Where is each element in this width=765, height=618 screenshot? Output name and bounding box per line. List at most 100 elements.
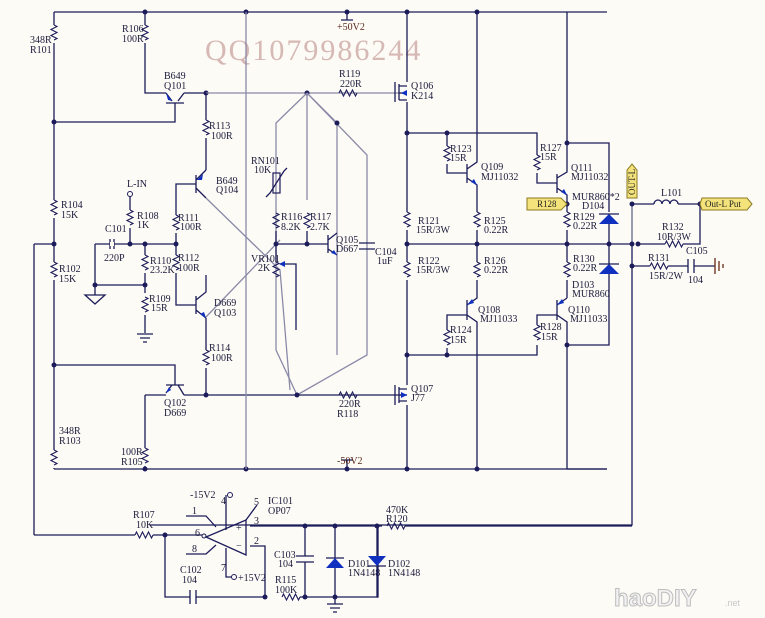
svg-text:100K: 100K [275, 585, 298, 596]
svg-text:104: 104 [182, 575, 197, 586]
c105-label: C105 [686, 246, 708, 257]
r123-label: R123 [450, 144, 472, 155]
svg-text:10R/3W: 10R/3W [657, 232, 691, 243]
svg-text:1N4148: 1N4148 [388, 568, 420, 579]
q108-label: Q108 [478, 305, 500, 316]
svg-text:220P: 220P [104, 253, 125, 264]
svg-text:−: − [236, 541, 242, 552]
svg-text:100R: 100R [178, 263, 200, 274]
svg-text:K214: K214 [411, 91, 433, 102]
r112-label: R112 [178, 253, 199, 264]
out-l-port[interactable] [626, 163, 638, 199]
r108-label: R108 [137, 211, 159, 222]
svg-text:15R/2W: 15R/2W [649, 271, 683, 282]
svg-text:100R: 100R [122, 34, 144, 45]
svg-text:3: 3 [254, 516, 259, 527]
svg-text:2.7K: 2.7K [310, 222, 331, 233]
vplus-label: +50V2 [337, 22, 365, 33]
r107-label: R107 [133, 510, 155, 521]
r119-label: R119 [339, 69, 360, 80]
r128-port-tag [526, 197, 568, 211]
svg-text:100R: 100R [121, 447, 143, 458]
svg-text:100R: 100R [180, 222, 202, 233]
qq-watermark: QQ1079986244 [205, 34, 422, 67]
svg-text:J77: J77 [411, 393, 425, 404]
svg-text:8: 8 [192, 544, 197, 555]
neg15v-label: -15V2 [190, 490, 216, 501]
input-label[interactable]: L-IN [127, 179, 147, 190]
svg-text:OP07: OP07 [268, 506, 291, 517]
r114-label: R114 [209, 343, 230, 354]
d104-diode-icon [599, 214, 619, 224]
svg-text:348R: 348R [30, 35, 52, 46]
r125-label: R125 [484, 216, 506, 227]
out-l-put-port[interactable] [699, 197, 753, 211]
vminus-label: -50V2 [337, 456, 363, 467]
svg-text:104: 104 [688, 275, 703, 286]
r103-label: R103 [59, 436, 81, 447]
c104-label: C104 [375, 247, 397, 258]
svg-text:2K: 2K [258, 263, 271, 274]
svg-text:15R: 15R [450, 335, 467, 346]
d103-diode-icon [599, 264, 619, 274]
svg-text:15R: 15R [540, 152, 557, 163]
svg-text:15K: 15K [59, 274, 77, 285]
svg-text:348R: 348R [59, 426, 81, 437]
thermistor-icon [272, 172, 281, 194]
r131-label: R131 [648, 253, 670, 264]
r116-label: R116 [281, 212, 302, 223]
svg-text:0.22R: 0.22R [484, 265, 509, 276]
ic101-label: IC101 [268, 496, 293, 507]
q106-label: Q106 [411, 81, 433, 92]
d102-diode-icon [368, 556, 386, 566]
q104-label: B649 [216, 176, 238, 187]
l101-label: L101 [661, 188, 682, 199]
r104-label: R104 [61, 200, 83, 211]
c101-label: C101 [105, 224, 127, 235]
d104-label: MUR860*2 [572, 192, 620, 203]
q111-label: Q111 [571, 163, 592, 174]
svg-text:R120: R120 [386, 514, 408, 525]
svg-text:0.22R: 0.22R [573, 263, 598, 274]
svg-text:.net: .net [725, 598, 741, 608]
svg-text:7: 7 [221, 563, 226, 574]
svg-text:1: 1 [192, 506, 197, 517]
svg-text:220R: 220R [340, 79, 362, 90]
r110-label: R110 [150, 256, 171, 267]
r113-label: R113 [209, 121, 230, 132]
svg-text:1uF: 1uF [377, 256, 393, 267]
q110-label: Q110 [568, 305, 590, 316]
q101-label: B649 [164, 71, 186, 82]
r117-label: R117 [310, 212, 331, 223]
r106-label: R106 [122, 24, 144, 35]
svg-text:0.22R: 0.22R [573, 221, 598, 232]
svg-text:Q103: Q103 [214, 308, 236, 319]
d103-label: D103 [572, 280, 594, 291]
ground-icon [327, 597, 343, 613]
svg-text:Q104: Q104 [216, 185, 238, 196]
q105-label: Q105 [336, 235, 358, 246]
q103-label: D669 [214, 298, 236, 309]
r102-label: R102 [59, 264, 81, 275]
svg-text:Out-L Put: Out-L Put [705, 199, 741, 209]
site-watermark: haoDIY [614, 585, 697, 612]
svg-text:R128: R128 [537, 199, 557, 209]
svg-text:4: 4 [221, 496, 226, 507]
svg-text:OUT-L: OUT-L [627, 169, 637, 195]
svg-text:220R: 220R [339, 399, 361, 410]
svg-text:10K: 10K [254, 165, 272, 176]
svg-text:15R/3W: 15R/3W [416, 265, 450, 276]
q102-label: Q102 [164, 398, 186, 409]
svg-text:15R: 15R [151, 303, 168, 314]
d102-label: D102 [388, 559, 410, 570]
inductor-l101 [632, 199, 700, 205]
r128-label: R128 [540, 322, 562, 333]
r127-label: R127 [540, 143, 562, 154]
svg-text:D667: D667 [336, 244, 358, 255]
svg-text:15R: 15R [541, 332, 558, 343]
svg-text:1N4148: 1N4148 [348, 568, 380, 579]
svg-text:+: + [236, 523, 242, 534]
svg-text:15R/3W: 15R/3W [416, 225, 450, 236]
